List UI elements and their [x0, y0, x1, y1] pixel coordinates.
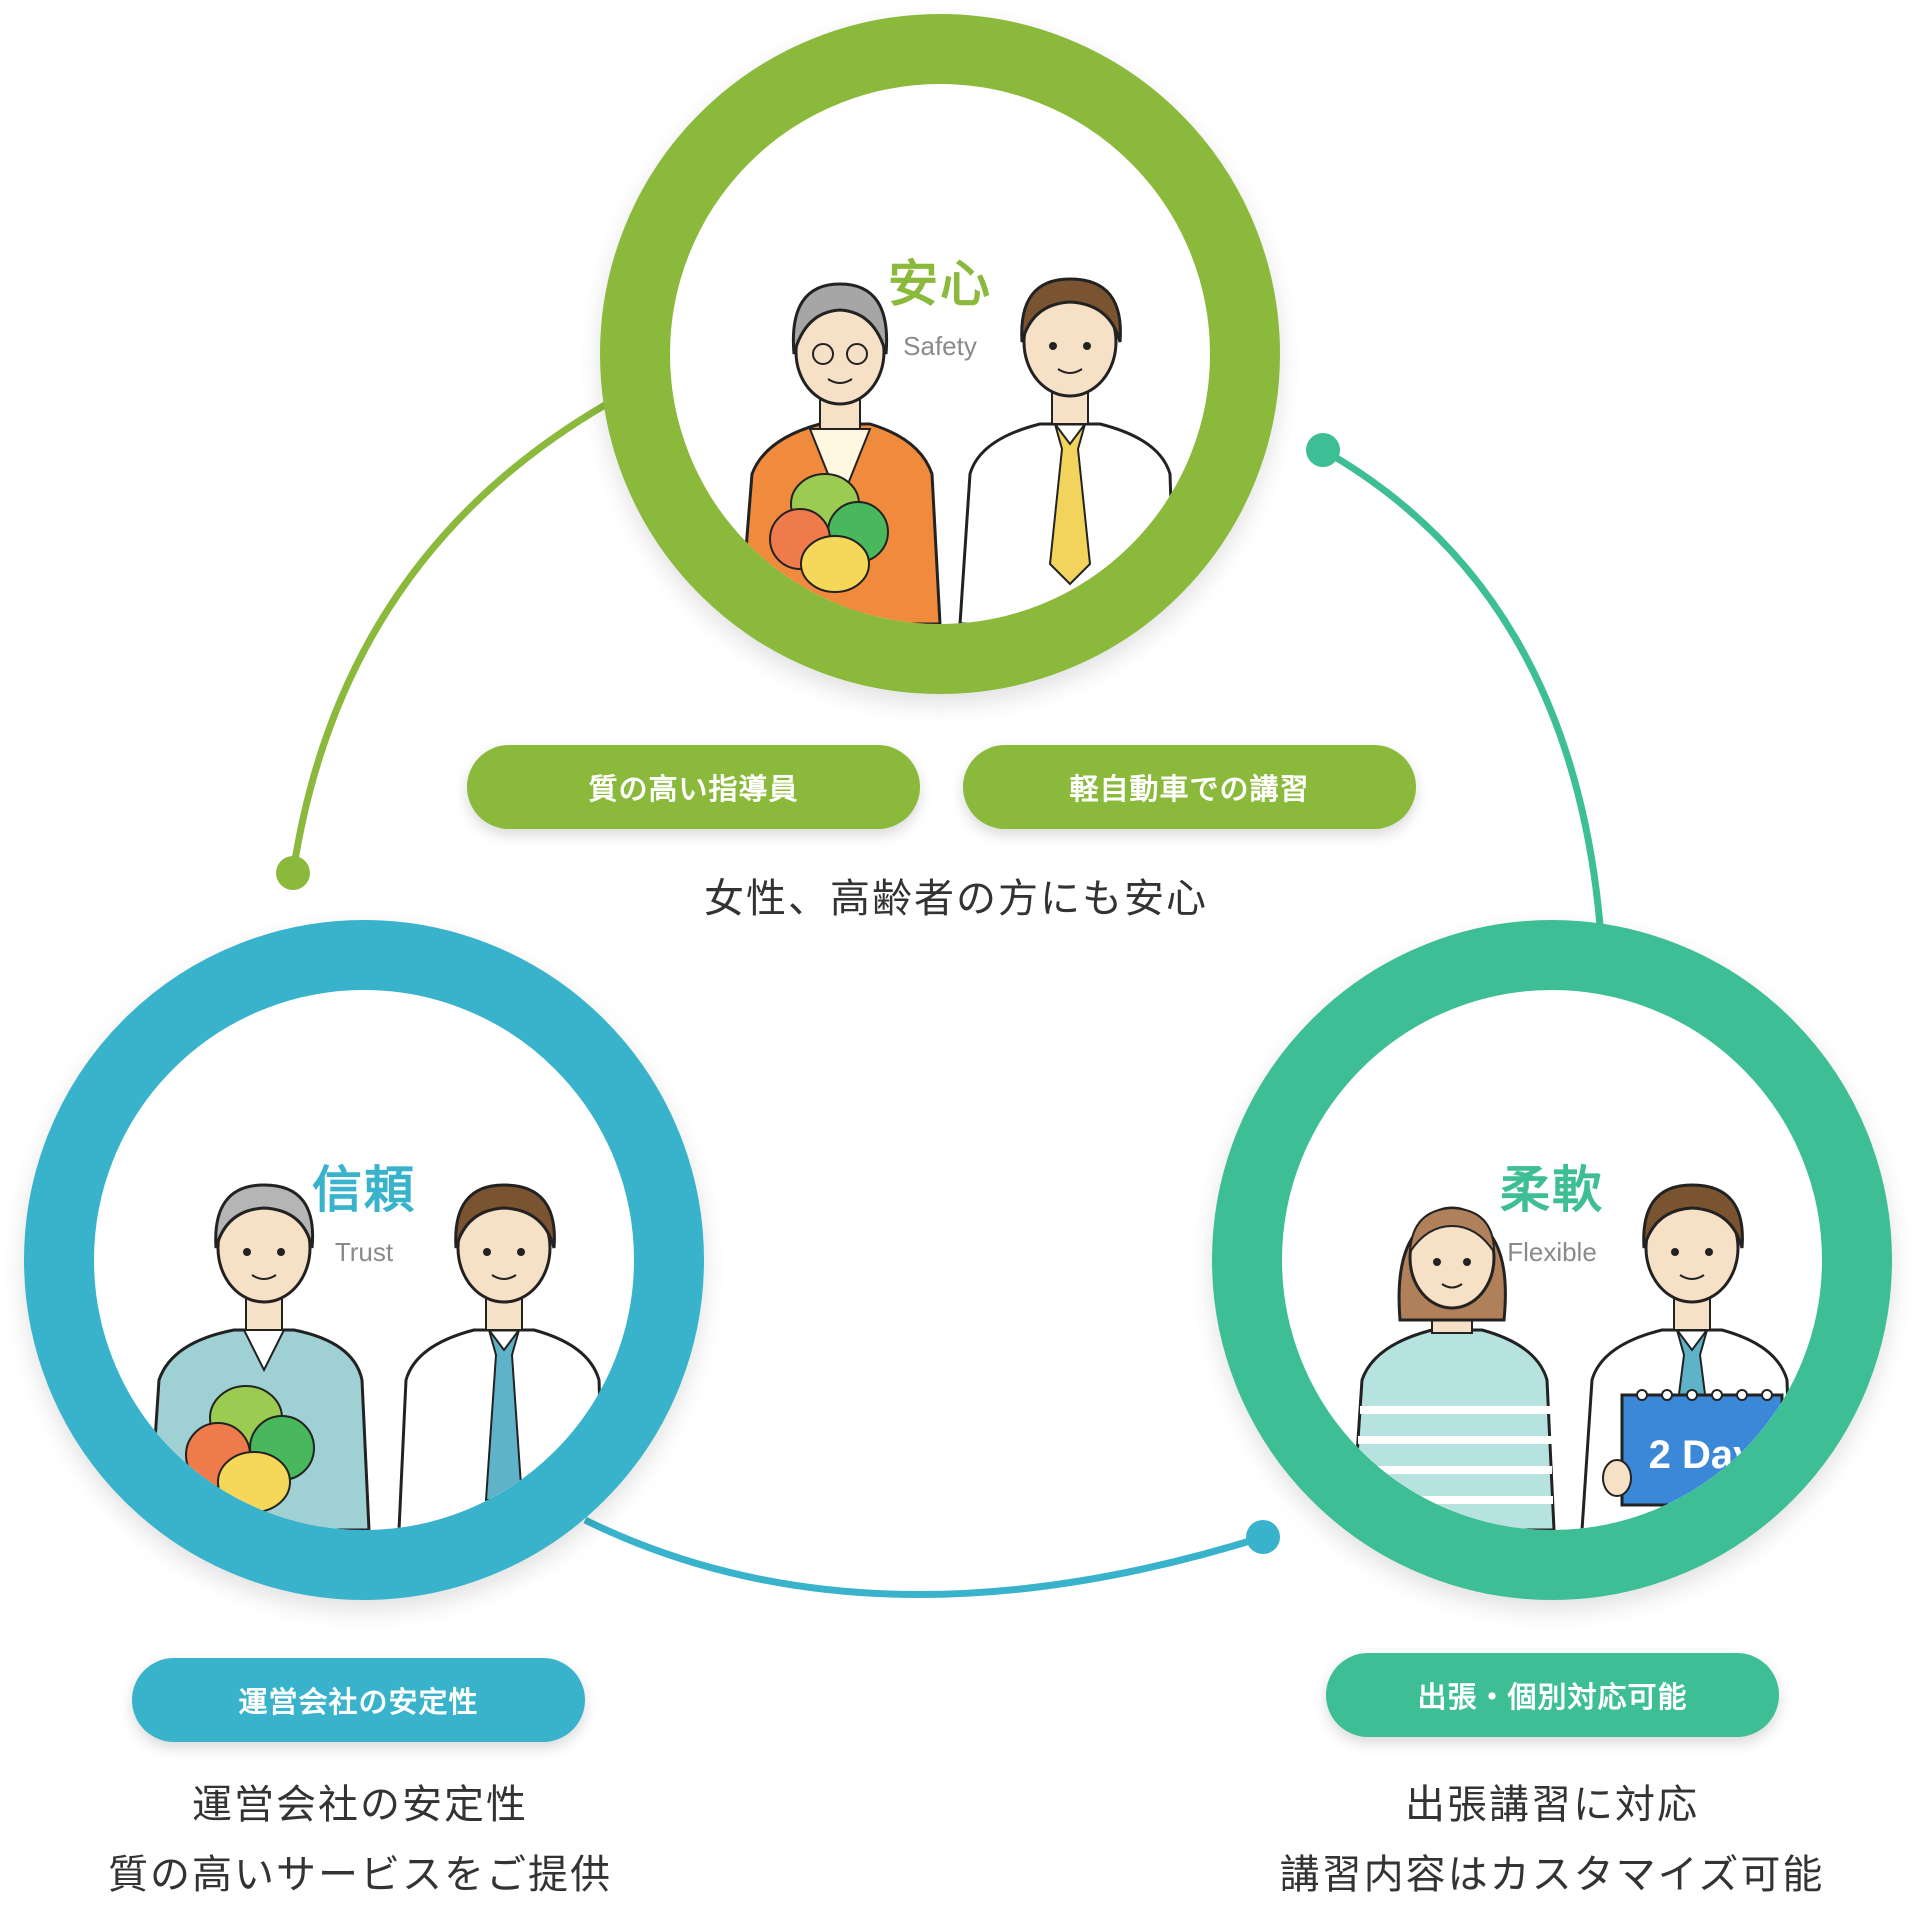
safety-circle: 安心 Safety	[600, 14, 1280, 694]
safety-subtitle: Safety	[903, 331, 977, 361]
flexible-description-line-2: 講習内容はカスタマイズ可能	[1279, 1852, 1825, 1898]
arc-trust-endpoint	[1246, 1520, 1280, 1554]
flexible-title: 柔軟	[1500, 1161, 1604, 1219]
safety-people-illustration	[738, 277, 1177, 624]
flexible-circle: 柔軟 Flexible	[1212, 920, 1892, 1600]
trust-people-illustration	[147, 1183, 606, 1530]
safety-pill-kei-car: 軽自動車での講習	[963, 745, 1416, 829]
flexible-people-illustration: 2 Day	[1350, 1183, 1794, 1530]
trust-description-line-1: 運営会社の安定性	[192, 1782, 528, 1828]
clover-logo-icon	[769, 473, 889, 593]
safety-pill-instructors: 質の高い指導員	[467, 745, 920, 829]
woman-figure	[738, 282, 942, 624]
flexible-description: 出張講習に対応 講習内容はカスタマイズ可能	[1222, 1770, 1882, 1910]
clover-logo-icon	[185, 1385, 315, 1513]
trust-pill-stability: 運営会社の安定性	[132, 1658, 585, 1742]
arc-flexible-to-safety	[1321, 446, 1604, 926]
trust-circle: 信頼 Trust	[24, 920, 704, 1600]
trust-title: 信頼	[312, 1161, 416, 1219]
trust-description: 運営会社の安定性 質の高いサービスをご提供	[60, 1770, 660, 1910]
arc-trust-to-flexible	[583, 1516, 1265, 1598]
man-figure	[397, 1183, 606, 1530]
trust-subtitle: Trust	[334, 1237, 394, 1267]
arc-safety-to-trust	[289, 401, 607, 874]
flexible-pill-onsite: 出張・個別対応可能	[1326, 1653, 1779, 1737]
man-figure	[958, 277, 1177, 624]
calendar-sign-icon: 2 Day	[1602, 1389, 1784, 1507]
calendar-sign-text: 2 Day	[1649, 1433, 1756, 1477]
safety-description: 女性、高齢者の方にも安心	[704, 876, 1208, 922]
woman-figure	[1350, 1206, 1556, 1530]
arc-safety-endpoint	[276, 856, 310, 890]
flexible-description-line-1: 出張講習に対応	[1405, 1782, 1699, 1828]
trust-description-line-2: 質の高いサービスをご提供	[108, 1852, 612, 1898]
safety-title: 安心	[888, 255, 992, 313]
flexible-subtitle: Flexible	[1507, 1237, 1597, 1267]
arc-flexible-endpoint	[1306, 433, 1340, 467]
